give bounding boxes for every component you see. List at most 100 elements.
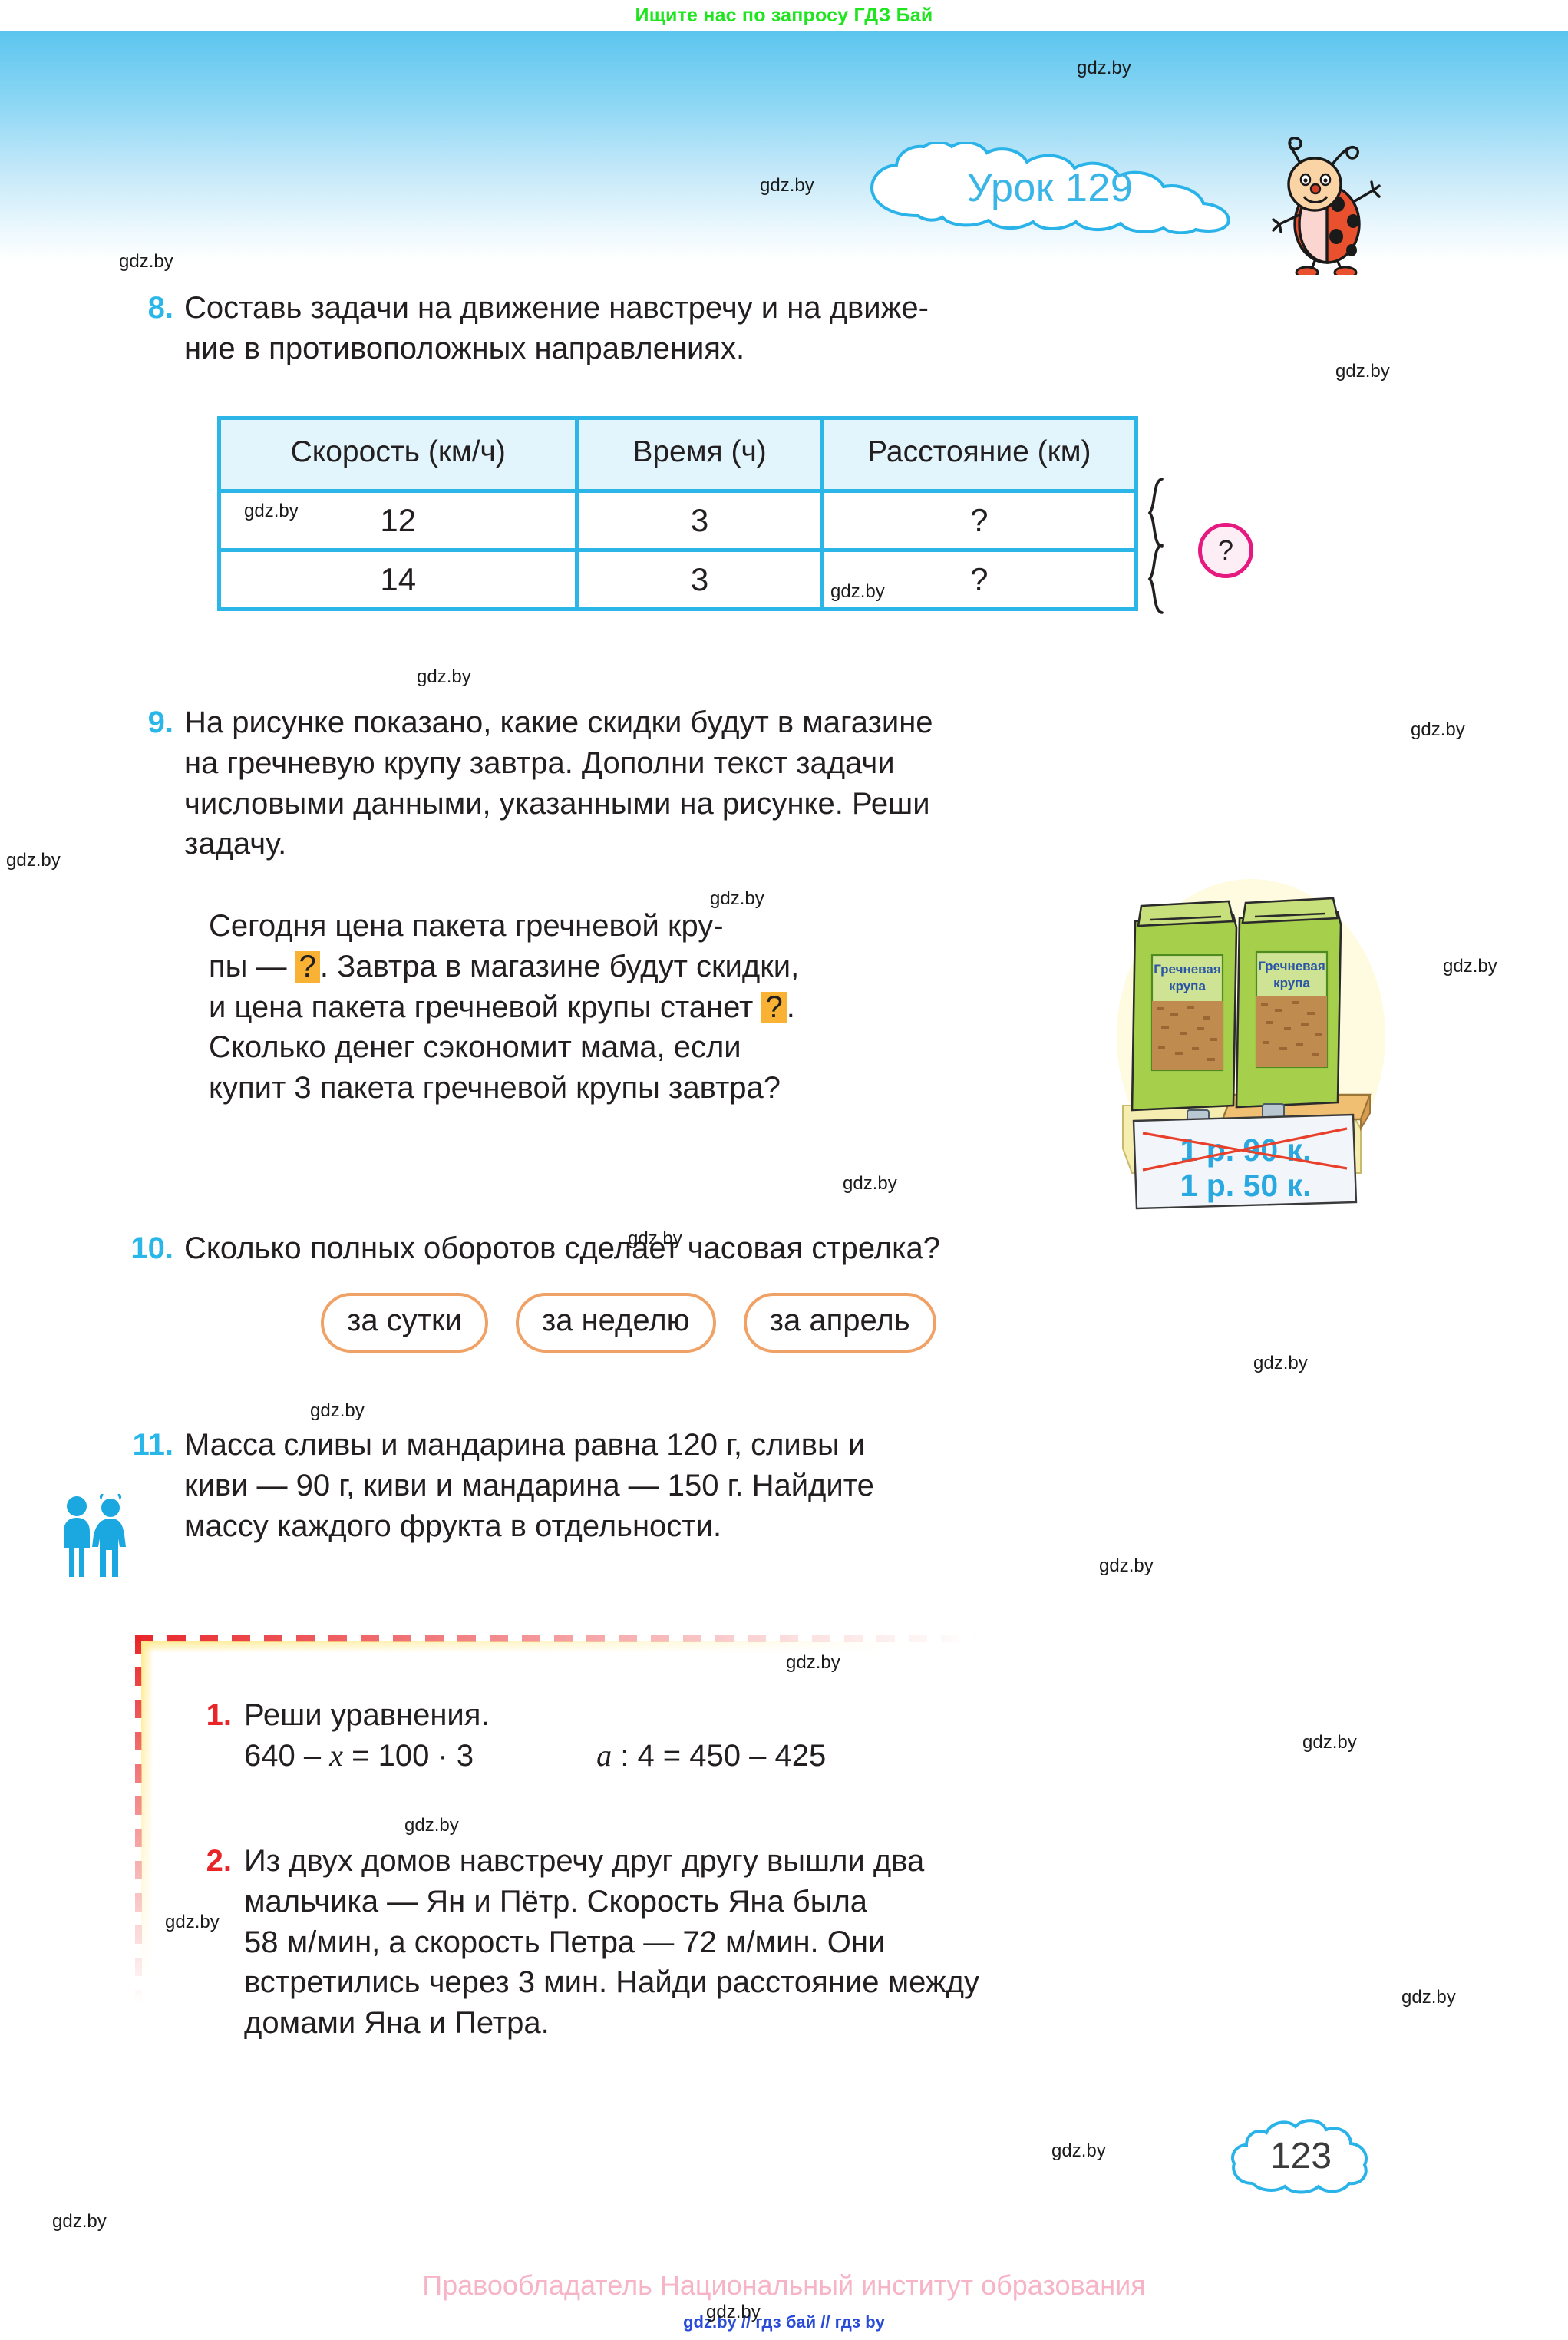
homework-dashed-border-top bbox=[135, 1635, 979, 1642]
watermark: gdz.by bbox=[310, 1400, 365, 1421]
watermark: gdz.by bbox=[1401, 1987, 1456, 2008]
curly-brace-icon bbox=[1144, 470, 1297, 623]
homework-glow-top bbox=[141, 1641, 978, 1653]
pair-work-children-icon bbox=[55, 1493, 137, 1578]
watermark: gdz.by bbox=[1253, 1353, 1308, 1373]
watermark: gdz.by bbox=[843, 1173, 897, 1194]
watermark: gdz.by bbox=[706, 2302, 761, 2322]
watermark: gdz.by bbox=[830, 581, 885, 602]
problem-line-3-post: . bbox=[786, 990, 795, 1024]
task-9-text: На рисунке показано, какие скидки будут … bbox=[184, 702, 1420, 864]
homework-item-2: 2. Из двух домов навстречу друг другу вы… bbox=[183, 1841, 1472, 2044]
watermark: gdz.by bbox=[1411, 719, 1465, 740]
homework-2-line-1: Из двух домов навстречу друг другу вышли… bbox=[244, 1844, 925, 1878]
homework-2-body: Из двух домов навстречу друг другу вышли… bbox=[244, 1841, 979, 2044]
watermark: gdz.by bbox=[760, 175, 814, 196]
watermark: gdz.by bbox=[52, 2211, 107, 2232]
watermark: gdz.by bbox=[1077, 58, 1131, 78]
homework-1-title: Реши уравнения. bbox=[244, 1698, 490, 1732]
ladybug-mascot-icon bbox=[1256, 129, 1387, 279]
option-za-nedelyu[interactable]: за неделю bbox=[515, 1293, 716, 1353]
watermark: gdz.by bbox=[119, 251, 173, 272]
watermark: gdz.by bbox=[244, 501, 299, 521]
task-11-line-1: Масса сливы и мандарина равна 120 г, сли… bbox=[184, 1428, 866, 1462]
page-number-cloud: 123 bbox=[1228, 2110, 1374, 2202]
svg-text:крупа: крупа bbox=[1273, 976, 1310, 990]
task-9-problem-statement: Сегодня цена пакета гречневой кру- пы — … bbox=[209, 906, 1114, 1109]
equation-1: 640 – x = 100 · 3 bbox=[244, 1736, 474, 1776]
task-10-line-1: Сколько полных оборотов сделает часовая … bbox=[184, 1231, 940, 1265]
homework-2-line-3: 58 м/мин, а скорость Петра — 72 м/мин. О… bbox=[244, 1925, 886, 1959]
watermark: gdz.by bbox=[417, 666, 471, 687]
task-9-line-3: числовыми данными, указанными на рисунке… bbox=[184, 786, 930, 821]
task-10-number: 10. bbox=[130, 1231, 173, 1265]
bottom-links: gdz.by // гдз бай // гдз by bbox=[683, 2312, 885, 2332]
task-9-line-1: На рисунке показано, какие скидки будут … bbox=[184, 706, 933, 739]
homework-item-1: 1. Реши уравнения. 640 – x = 100 · 3 a :… bbox=[183, 1695, 1411, 1776]
cell-time-2: 3 bbox=[575, 548, 824, 611]
table-header-speed: Скорость (км/ч) bbox=[216, 416, 579, 493]
watermark: gdz.by bbox=[1443, 956, 1497, 977]
table-row: 12 3 ? bbox=[216, 489, 1139, 552]
cell-speed-2: 14 bbox=[216, 548, 579, 611]
table-header-time: Время (ч) bbox=[575, 416, 824, 493]
option-za-aprel[interactable]: за апрель bbox=[743, 1293, 936, 1353]
equation-1-part-a: 640 – bbox=[244, 1738, 330, 1773]
cell-speed-1: 12 bbox=[216, 489, 579, 552]
task-8: 8. Составь задачи на движение навстречу … bbox=[107, 288, 1481, 369]
copyright-line: Правообладатель Национальный институт об… bbox=[422, 2269, 1146, 2301]
option-za-sutki[interactable]: за сутки bbox=[321, 1293, 488, 1353]
equation-2: a : 4 = 450 – 425 bbox=[596, 1736, 826, 1776]
homework-2-number: 2. bbox=[206, 1844, 232, 1878]
homework-box: 1. Реши уравнения. 640 – x = 100 · 3 a :… bbox=[135, 1635, 1494, 2096]
page-cloud-shape-icon bbox=[1231, 2119, 1368, 2194]
task-8-line-2: ние в противоположных направлениях. bbox=[184, 331, 745, 365]
watermark: gdz.by bbox=[1051, 2140, 1106, 2161]
page-number-text: 123 bbox=[1269, 2135, 1332, 2176]
blank-chip-price-tomorrow[interactable]: ? bbox=[761, 991, 787, 1023]
task-11-number: 11. bbox=[132, 1428, 173, 1462]
watermark: gdz.by bbox=[786, 1652, 840, 1673]
blank-chip-price-today[interactable]: ? bbox=[295, 950, 320, 983]
equation-2-variable: a bbox=[596, 1737, 612, 1773]
task-11: 11. Масса сливы и мандарина равна 120 г,… bbox=[64, 1425, 1484, 1546]
table-row: 14 3 ? bbox=[216, 548, 1139, 611]
promo-text: Ищите нас по запросу ГДЗ Бай bbox=[635, 4, 933, 26]
table-header-row: Скорость (км/ч) Время (ч) Расстояние (км… bbox=[216, 416, 1139, 493]
equation-1-part-b: = 100 · 3 bbox=[342, 1738, 474, 1773]
problem-line-3: и цена пакета гречневой крупы станет ?. bbox=[209, 987, 1114, 1028]
svg-text:Гречневая: Гречневая bbox=[1154, 962, 1221, 977]
problem-line-1: Сегодня цена пакета гречневой кру- bbox=[209, 909, 724, 943]
cell-distance-1: ? bbox=[820, 489, 1139, 552]
table-header-distance: Расстояние (км) bbox=[820, 416, 1139, 493]
lesson-title-text: Урок 129 bbox=[966, 166, 1134, 210]
task-10-text: Сколько полных оборотов сделает часовая … bbox=[184, 1228, 940, 1269]
watermark: gdz.by bbox=[710, 888, 764, 909]
task-10-options: за сутки за неделю за апрель bbox=[321, 1293, 936, 1353]
task-9-line-2: на гречневую крупу завтра. Дополни текст… bbox=[184, 745, 895, 780]
cloud-shape-icon bbox=[870, 142, 1230, 234]
problem-line-2-post: . Завтра в магазине будут скидки, bbox=[319, 949, 800, 983]
watermark: gdz.by bbox=[165, 1912, 220, 1932]
svg-text:Гречневая: Гречневая bbox=[1258, 959, 1325, 973]
svg-text:1 р. 50 к.: 1 р. 50 к. bbox=[1180, 1168, 1312, 1203]
homework-2-line-2: мальчика — Ян и Пётр. Скорость Яна была bbox=[244, 1884, 868, 1919]
task-9-line-4: задачу. bbox=[184, 827, 287, 861]
cell-time-1: 3 bbox=[575, 489, 824, 552]
problem-line-4: Сколько денег сэкономит мама, если bbox=[209, 1030, 741, 1065]
task-11-line-2: киви — 90 г, киви и мандарина — 150 г. Н… bbox=[184, 1468, 874, 1502]
homework-glow-left bbox=[141, 1641, 153, 2001]
watermark: gdz.by bbox=[6, 850, 61, 871]
brace-result-badge: ? bbox=[1198, 523, 1253, 578]
watermark: gdz.by bbox=[628, 1228, 682, 1249]
problem-line-3-pre: и цена пакета гречневой крупы станет bbox=[209, 990, 762, 1024]
watermark: gdz.by bbox=[1335, 361, 1390, 382]
promo-bar: Ищите нас по запросу ГДЗ Бай bbox=[0, 0, 1568, 31]
homework-1-number: 1. bbox=[206, 1698, 232, 1732]
homework-2-line-5: домами Яна и Петра. bbox=[244, 2006, 550, 2041]
task-8-text: Составь задачи на движение навстречу и н… bbox=[184, 288, 929, 369]
problem-line-2-pre: пы — bbox=[209, 949, 295, 983]
watermark: gdz.by bbox=[1302, 1732, 1357, 1753]
task-11-text: Масса сливы и мандарина равна 120 г, сли… bbox=[184, 1425, 874, 1546]
